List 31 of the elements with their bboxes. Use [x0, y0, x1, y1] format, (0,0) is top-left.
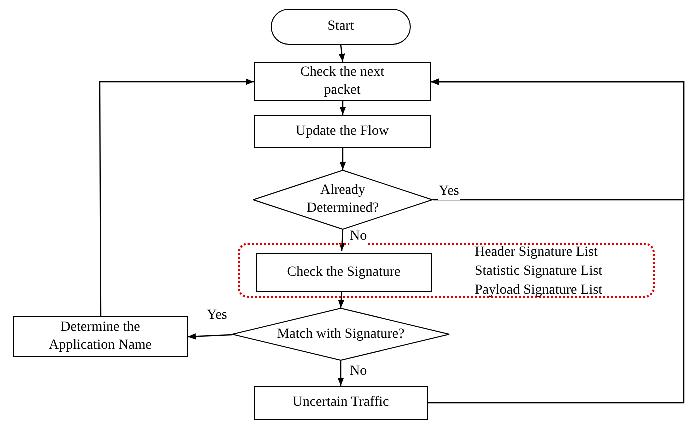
arrow: [99, 78, 254, 316]
decision-diamond: [232, 308, 450, 361]
edge-label: No: [349, 229, 368, 245]
process-box: [256, 253, 432, 292]
decision-diamond: [253, 170, 433, 230]
process-box: [13, 316, 188, 357]
process-box: [254, 386, 428, 420]
arrow: [339, 230, 346, 252]
node-label: Already Determined?: [306, 182, 380, 218]
arrow: [338, 290, 345, 308]
process-box: [254, 62, 431, 101]
dashed-group-box: [238, 243, 655, 298]
arrow: [428, 78, 685, 404]
start-terminal: [271, 9, 411, 45]
arrow: [340, 101, 346, 115]
arrow: [338, 361, 344, 386]
process-box: [254, 115, 431, 148]
edge-label: Yes: [438, 184, 460, 200]
arrow: [338, 44, 346, 62]
arrow: [340, 148, 346, 170]
list-label: Header Signature List: [475, 244, 599, 262]
node-label: Check the Signature: [287, 264, 401, 282]
node-label: Determine the Application Name: [48, 318, 154, 354]
node-label: Start: [328, 18, 354, 36]
node-label: Match with Signature?: [277, 326, 405, 344]
node-label: Update the Flow: [296, 122, 390, 140]
node-label: Check the next packet: [300, 64, 386, 100]
list-label: Payload Signature List: [475, 282, 603, 300]
node-label: Uncertain Traffic: [292, 394, 390, 412]
arrow: [188, 333, 232, 340]
list-label: Statistic Signature List: [475, 263, 603, 281]
